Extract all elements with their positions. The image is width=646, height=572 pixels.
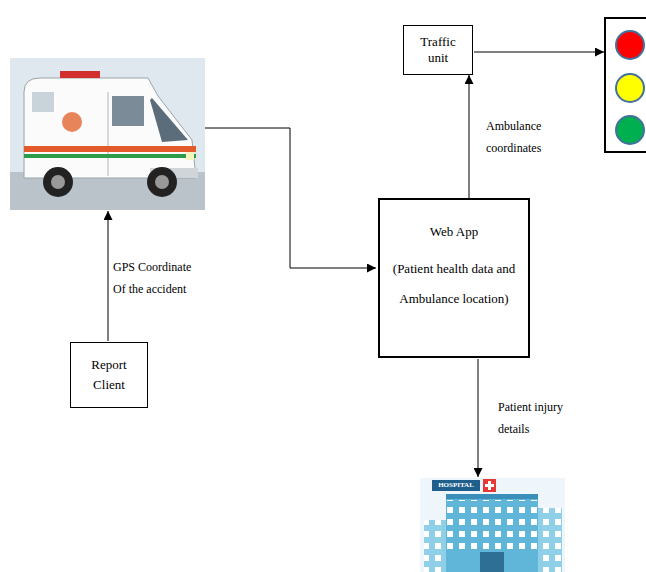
building-wing bbox=[536, 508, 562, 572]
yellow-lamp bbox=[616, 74, 644, 102]
arrow-label: Patient injury details bbox=[498, 396, 580, 440]
flow-arrow bbox=[108, 211, 109, 341]
van-body bbox=[24, 78, 196, 178]
windows bbox=[536, 508, 562, 572]
connector-arrow bbox=[469, 75, 470, 198]
red-lamp bbox=[616, 31, 644, 59]
wheel bbox=[43, 167, 73, 197]
photo-background bbox=[10, 58, 205, 210]
cross bbox=[485, 484, 494, 487]
stripe bbox=[24, 154, 196, 158]
box-title: Report Client bbox=[81, 355, 137, 395]
box-title: Traffic unit bbox=[416, 34, 460, 66]
ambulance-picture bbox=[10, 58, 205, 210]
windshield bbox=[150, 98, 188, 142]
green-lamp bbox=[616, 116, 644, 144]
connector-label: Ambulance coordinates bbox=[486, 115, 578, 159]
wheel-hub bbox=[51, 175, 65, 189]
side-window bbox=[112, 96, 144, 126]
arrow-label: GPS Coordinate Of the accident bbox=[113, 256, 201, 300]
windows bbox=[446, 500, 538, 550]
wheel-hub bbox=[155, 175, 169, 189]
wheel bbox=[147, 167, 177, 197]
hospital-picture bbox=[420, 478, 565, 572]
door-line bbox=[108, 92, 109, 176]
client-box: Report Client bbox=[70, 342, 148, 408]
cross-sign bbox=[483, 479, 496, 492]
sign-text: HOSPITAL bbox=[432, 480, 480, 491]
roof-band bbox=[446, 494, 538, 499]
box-title: Web App bbox=[430, 224, 478, 240]
flow-arrow bbox=[474, 52, 604, 53]
flow-arrow bbox=[478, 359, 479, 477]
picture-background bbox=[420, 478, 565, 572]
door bbox=[480, 552, 504, 572]
flow-arrow bbox=[205, 128, 376, 268]
light-bar bbox=[60, 71, 100, 78]
app-box: Web App (Patient health data and Ambulanc… bbox=[378, 198, 530, 358]
traffic-light-housing bbox=[605, 18, 646, 152]
stripe bbox=[24, 146, 196, 152]
traffic-light-picture bbox=[605, 18, 646, 152]
unit-box: Traffic unit bbox=[403, 25, 473, 75]
box-body: (Patient health data and Ambulance locat… bbox=[386, 254, 522, 314]
building bbox=[446, 494, 538, 572]
rear-window bbox=[32, 92, 54, 112]
sign-board bbox=[432, 480, 480, 491]
headlight bbox=[186, 152, 194, 160]
emblem bbox=[62, 112, 82, 132]
